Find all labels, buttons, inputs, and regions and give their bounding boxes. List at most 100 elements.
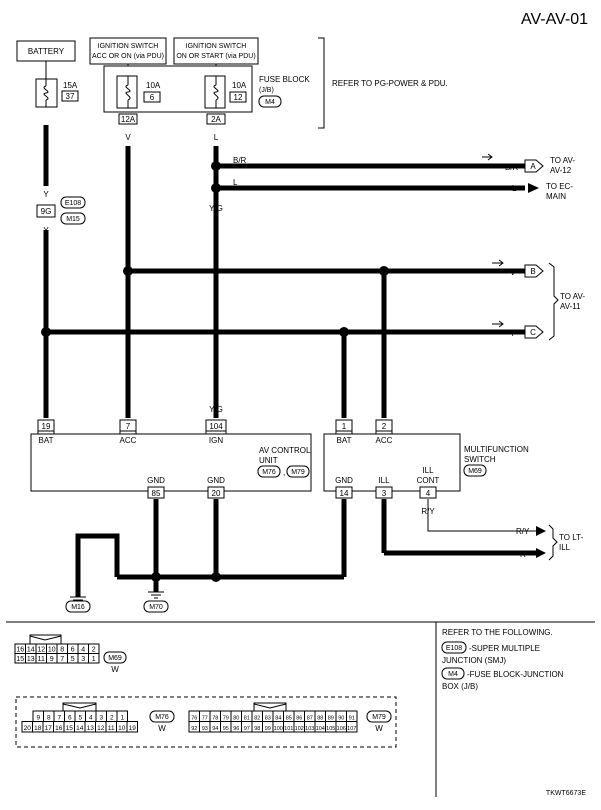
- connector-pin-number: 87: [307, 716, 313, 722]
- refer-e108-line2: JUNCTION (SMJ): [442, 656, 506, 665]
- wire-label-b-8: B: [341, 548, 346, 557]
- av-pin-7: [119, 419, 137, 432]
- av-pin-85-label: GND: [147, 476, 165, 485]
- connector-pin-number: 3: [81, 656, 85, 663]
- connector-pin-number: 12: [97, 725, 105, 732]
- av-control-unit: [30, 433, 312, 492]
- mf-pin-14-num: 14: [340, 489, 349, 498]
- connector-pin-number: 7: [57, 715, 61, 722]
- to-lt-line2: ILL: [559, 543, 571, 552]
- connector-m69-color: W: [111, 665, 119, 674]
- fuse-6-element-icon: [125, 76, 131, 108]
- connector-pin-number: 4: [89, 715, 93, 722]
- refer-e108-conn: E108: [446, 645, 462, 652]
- refer-m4-line1: -FUSE BLOCK-JUNCTION: [467, 670, 564, 679]
- ignition-on-line2: ON OR START (via PDU): [176, 53, 255, 60]
- connector-m79-badge: [366, 710, 392, 723]
- connector-pin-number: 92: [191, 726, 197, 732]
- mf-pin-3: [375, 486, 393, 499]
- connector-pin-number: 4: [81, 647, 85, 654]
- joint-m15: M15: [66, 216, 80, 223]
- connector-pin-number: 90: [338, 716, 344, 722]
- av-unit-m76-badge: [257, 465, 281, 478]
- connector-pin-number: 15: [66, 725, 74, 732]
- wire-label-v-3: V: [125, 405, 131, 414]
- wire-label-y-3: Y: [43, 226, 49, 235]
- av-unit-m76: M76: [262, 469, 276, 476]
- joint-pin-9g: 9G: [41, 207, 52, 216]
- mf-pin-4-label-line1: ILL: [422, 466, 434, 475]
- connector-pin-number: 1: [120, 715, 124, 722]
- mf-pin-2-label: ACC: [376, 436, 393, 445]
- offpage-c-label: C: [530, 328, 536, 337]
- connector-pin-number: 17: [45, 725, 53, 732]
- ignition-on-line1: IGNITION SWITCH: [186, 43, 247, 50]
- junction-l: [211, 183, 221, 193]
- wire-label-y-1: Y: [43, 127, 49, 136]
- connector-pin-number: 104: [316, 726, 325, 732]
- connector-pin-number: 14: [27, 647, 35, 654]
- connector-pin-number: 9: [50, 656, 54, 663]
- refer-m4-badge: [441, 667, 465, 680]
- connector-m76-name: M76: [155, 714, 169, 721]
- wire-label-b-7: B: [213, 548, 218, 557]
- av-unit-separator: ,: [283, 468, 285, 477]
- fuse-block-connector: M4: [265, 99, 275, 106]
- to-av11-line2: AV-11: [560, 302, 581, 311]
- connector-pin-number: 95: [223, 726, 229, 732]
- joint-m15-badge: [60, 212, 86, 225]
- connector-pin-number: 8: [60, 647, 64, 654]
- wire-label-y-5: Y: [43, 405, 49, 414]
- offpage-a: [524, 159, 544, 173]
- to-ec-line2: MAIN: [546, 192, 566, 201]
- wire-label-v-1: V: [125, 133, 131, 142]
- ignition-acc-box: [89, 37, 167, 65]
- wire-label-yg-2: Y/G: [209, 405, 223, 414]
- pin-12a: [118, 113, 138, 125]
- connector-pin-number: 93: [202, 726, 208, 732]
- connector-pin-number: 100: [274, 726, 283, 732]
- fuse-block-jb: (J/B): [259, 87, 274, 94]
- wire-label-br-2: B/R: [505, 163, 519, 172]
- ignition-acc-line1: IGNITION SWITCH: [98, 43, 159, 50]
- fuse-12-amp: 10A: [232, 81, 247, 90]
- pin-2a-label: 2A: [211, 115, 221, 124]
- fuse-6-number: 6: [150, 93, 155, 102]
- av-unit-name-line1: AV CONTROL: [259, 446, 311, 455]
- ground-m16: M16: [71, 604, 85, 611]
- fuse-37-element-icon: [43, 79, 49, 107]
- connector-pin-number: 18: [34, 725, 42, 732]
- arrow-to-lt-2-icon: [536, 548, 546, 558]
- connector-pin-number: 101: [284, 726, 293, 732]
- av-pin-20: [207, 486, 225, 499]
- wire-label-v-4: V: [381, 405, 387, 414]
- connector-m76-color: W: [158, 724, 166, 733]
- mf-connector-badge: [463, 464, 487, 477]
- wire-label-y-2: Y: [43, 190, 49, 199]
- wire-label-ry-1: R/Y: [421, 507, 435, 516]
- connector-pin-number: 13: [27, 656, 35, 663]
- av-pin-19-label: BAT: [39, 436, 54, 445]
- mf-pin-3-label: ILL: [378, 476, 390, 485]
- wire-label-ry-2: R/Y: [516, 527, 530, 536]
- junction-y-left: [41, 327, 51, 337]
- page-id: AV-AV-01: [521, 11, 588, 28]
- wire-label-yg-1: Y/G: [209, 204, 223, 213]
- multifunction-switch: [323, 433, 461, 492]
- fuse-12-element-icon: [213, 76, 219, 108]
- to-av12-line2: AV-12: [550, 166, 572, 175]
- av-unit-m79: M79: [291, 469, 305, 476]
- connector-m79-color: W: [375, 724, 383, 733]
- av-pin-104-label: IGN: [209, 436, 223, 445]
- fuse-12-number: 12: [234, 93, 243, 102]
- mf-pin-1-label: BAT: [337, 436, 352, 445]
- arrow-to-lt-1-icon: [536, 526, 546, 536]
- mf-pin-2: [375, 419, 393, 432]
- connector-pin-number: 86: [296, 716, 302, 722]
- av-unit-m79-badge: [286, 465, 310, 478]
- fuse-37-number: 37: [66, 92, 75, 101]
- ground-m70-badge: [143, 600, 169, 613]
- junction-v-right: [379, 266, 389, 276]
- connector-m76-badge: [149, 710, 175, 723]
- mf-pin-1: [335, 419, 353, 432]
